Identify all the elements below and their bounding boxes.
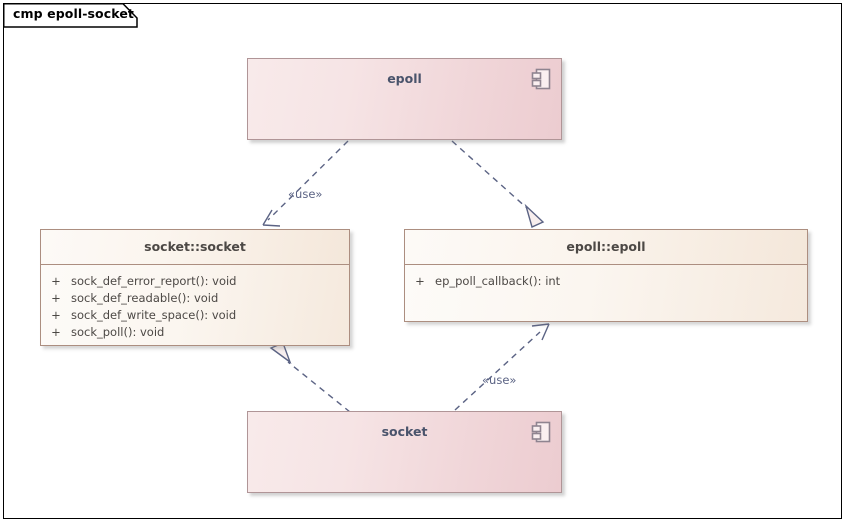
component-icon bbox=[531, 68, 551, 90]
class-member: + sock_def_readable(): void bbox=[41, 289, 349, 306]
diagram-frame bbox=[3, 3, 842, 519]
connector-epoll-uses-socket-class bbox=[262, 140, 349, 227]
class-socket-socket-header: socket::socket bbox=[41, 230, 349, 265]
connector-label-socket-uses: «use» bbox=[482, 373, 517, 387]
component-socket-title: socket bbox=[381, 424, 428, 439]
frame-label: cmp epoll-socket bbox=[13, 6, 134, 21]
member-visibility: + bbox=[51, 290, 61, 305]
member-signature: sock_poll(): void bbox=[71, 324, 165, 339]
class-socket-socket-members: + sock_def_error_report(): void + sock_d… bbox=[41, 265, 349, 345]
class-member: + sock_def_write_space(): void bbox=[41, 306, 349, 323]
class-socket-socket-name: socket::socket bbox=[144, 239, 246, 254]
member-visibility: + bbox=[415, 273, 425, 288]
member-signature: sock_def_write_space(): void bbox=[71, 307, 237, 322]
component-socket[interactable]: socket bbox=[247, 411, 562, 493]
connector-socket-uses-epoll-class bbox=[454, 323, 550, 411]
connector-socket-realizes-socket-class bbox=[269, 342, 351, 413]
class-socket-socket[interactable]: socket::socket + sock_def_error_report()… bbox=[40, 229, 350, 346]
class-epoll-epoll[interactable]: epoll::epoll + ep_poll_callback(): int bbox=[404, 229, 808, 322]
class-epoll-epoll-header: epoll::epoll bbox=[405, 230, 807, 265]
member-signature: sock_def_readable(): void bbox=[71, 290, 219, 305]
member-visibility: + bbox=[51, 324, 61, 339]
class-epoll-epoll-name: epoll::epoll bbox=[566, 239, 646, 254]
class-member: + sock_poll(): void bbox=[41, 323, 349, 340]
frame-tab bbox=[3, 3, 138, 28]
component-epoll[interactable]: epoll bbox=[247, 58, 562, 140]
member-signature: sock_def_error_report(): void bbox=[71, 273, 237, 288]
class-member: + sock_def_error_report(): void bbox=[41, 272, 349, 289]
component-icon bbox=[531, 421, 551, 443]
connector-epoll-realizes-epoll-class bbox=[451, 140, 545, 228]
member-visibility: + bbox=[51, 307, 61, 322]
connector-label-epoll-uses: «use» bbox=[288, 187, 323, 201]
class-member: + ep_poll_callback(): int bbox=[405, 272, 807, 289]
component-epoll-title: epoll bbox=[387, 71, 422, 86]
member-signature: ep_poll_callback(): int bbox=[435, 273, 561, 288]
member-visibility: + bbox=[51, 273, 61, 288]
class-epoll-epoll-members: + ep_poll_callback(): int bbox=[405, 265, 807, 321]
